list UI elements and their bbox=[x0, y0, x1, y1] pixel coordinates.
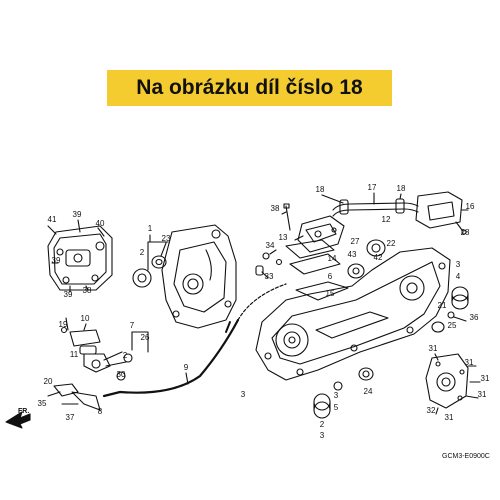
part-callout-2: 2 bbox=[140, 248, 145, 257]
part-callout-25: 25 bbox=[448, 321, 457, 330]
part-callout-36: 36 bbox=[470, 313, 479, 322]
part-callout-14: 14 bbox=[328, 254, 337, 263]
part-callout-2: 2 bbox=[123, 351, 128, 360]
part-callout-38: 38 bbox=[83, 286, 92, 295]
breather-pipe bbox=[321, 192, 419, 217]
part-callout-10: 10 bbox=[81, 314, 90, 323]
reed-assembly bbox=[285, 215, 345, 275]
part-callout-27: 27 bbox=[351, 237, 360, 246]
part-callout-31: 31 bbox=[481, 374, 490, 383]
part-callout-26: 26 bbox=[141, 333, 150, 342]
part-callout-11: 11 bbox=[70, 350, 79, 359]
case-seals bbox=[313, 239, 469, 419]
part-callout-19: 19 bbox=[59, 320, 68, 329]
bearings-left bbox=[132, 234, 169, 288]
part-callout-43: 43 bbox=[348, 250, 357, 259]
part-callout-15: 15 bbox=[326, 289, 335, 298]
part-callout-21: 21 bbox=[438, 301, 447, 310]
part-callout-12: 12 bbox=[382, 215, 391, 224]
part-callout-38: 38 bbox=[271, 204, 280, 213]
part-callout-31: 31 bbox=[465, 358, 474, 367]
left-crankcase bbox=[161, 224, 237, 329]
banner-text: Na obrázku díl číslo 18 bbox=[136, 76, 363, 99]
diagram-code: GCM3-E0900C bbox=[442, 453, 490, 460]
bolts-top bbox=[255, 203, 291, 279]
left-cover bbox=[47, 219, 113, 293]
part-callout-28: 28 bbox=[461, 228, 470, 237]
part-callout-30: 30 bbox=[117, 370, 126, 379]
cable bbox=[102, 283, 287, 398]
part-callout-4: 4 bbox=[456, 272, 461, 281]
part-callout-22: 22 bbox=[387, 239, 396, 248]
part-number-banner: Na obrázku díl číslo 18 bbox=[107, 70, 392, 106]
part-callout-31: 31 bbox=[445, 413, 454, 422]
pump-cover bbox=[425, 353, 481, 415]
part-callout-37: 37 bbox=[66, 413, 75, 422]
part-callout-23: 23 bbox=[162, 234, 171, 243]
part-callout-17: 17 bbox=[368, 183, 377, 192]
part-callout-3: 3 bbox=[334, 391, 339, 400]
part-callout-20: 20 bbox=[44, 377, 53, 386]
part-callout-3: 3 bbox=[241, 390, 246, 399]
part-callout-5: 5 bbox=[334, 403, 339, 412]
part-callout-41: 41 bbox=[48, 215, 57, 224]
front-arrow bbox=[5, 411, 31, 429]
part-callout-13: 13 bbox=[279, 233, 288, 242]
part-callout-31: 31 bbox=[429, 344, 438, 353]
part-callout-18: 18 bbox=[316, 185, 325, 194]
part-callout-8: 8 bbox=[98, 407, 103, 416]
part-callout-39: 39 bbox=[64, 290, 73, 299]
part-callout-7: 7 bbox=[130, 321, 135, 330]
part-callout-3: 3 bbox=[320, 431, 325, 440]
air-box bbox=[415, 191, 469, 235]
part-callout-42: 42 bbox=[374, 253, 383, 262]
part-callout-33: 33 bbox=[265, 272, 274, 281]
part-callout-39: 39 bbox=[73, 210, 82, 219]
part-callout-6: 6 bbox=[328, 272, 333, 281]
part-callout-18: 18 bbox=[397, 184, 406, 193]
part-callout-1: 1 bbox=[148, 224, 153, 233]
part-callout-3: 3 bbox=[456, 260, 461, 269]
direction-label: FR. bbox=[18, 408, 29, 415]
part-callout-40: 40 bbox=[96, 219, 105, 228]
part-callout-2: 2 bbox=[320, 420, 325, 429]
main-crankcase bbox=[255, 247, 451, 381]
part-callout-34: 34 bbox=[266, 241, 275, 250]
part-callout-31: 31 bbox=[478, 390, 487, 399]
part-callout-16: 16 bbox=[466, 202, 475, 211]
part-callout-35: 35 bbox=[38, 399, 47, 408]
part-callout-32: 32 bbox=[427, 406, 436, 415]
part-callout-9: 9 bbox=[184, 363, 189, 372]
part-callout-24: 24 bbox=[364, 387, 373, 396]
part-callout-39: 39 bbox=[52, 256, 61, 265]
lower-left-mechanism bbox=[47, 317, 149, 411]
